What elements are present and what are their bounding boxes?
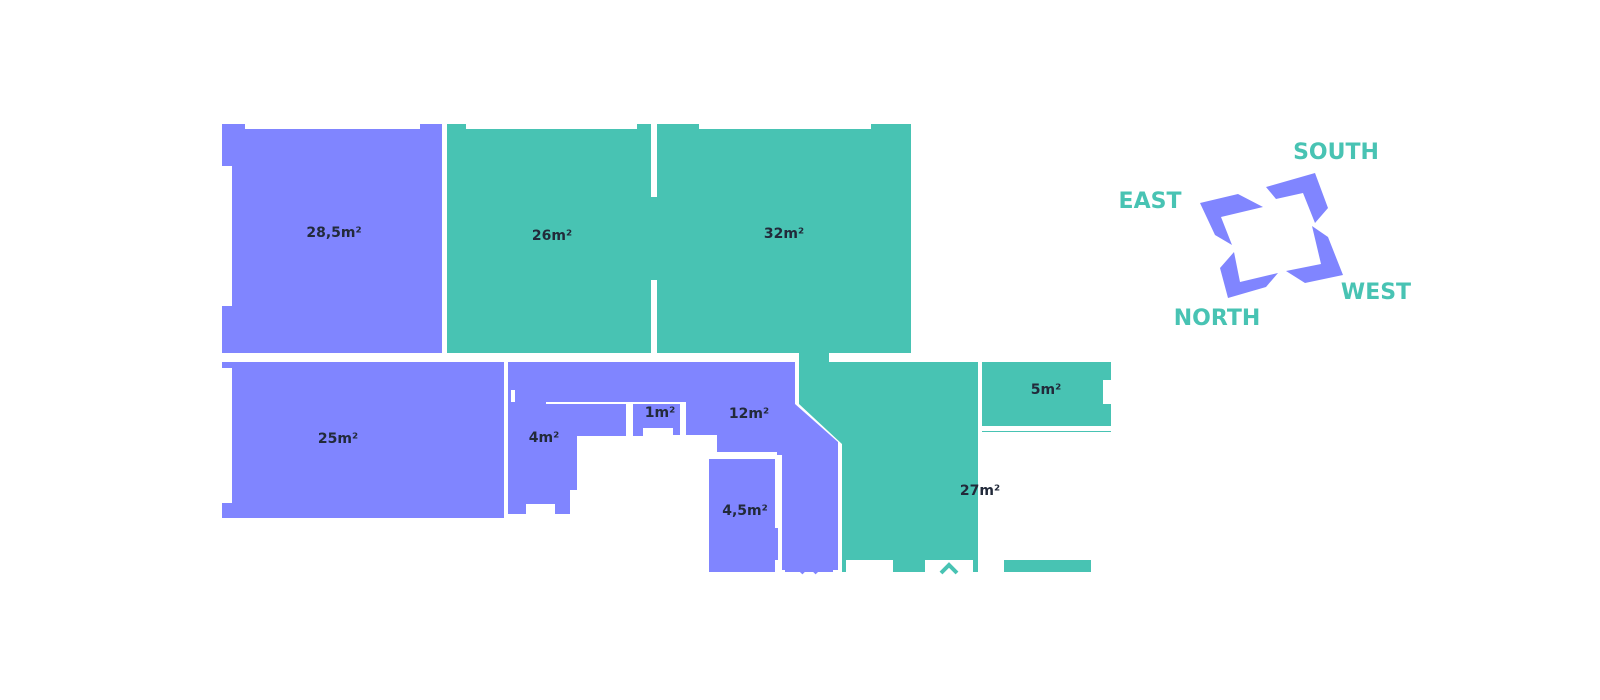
compass-west-label: WEST	[1341, 280, 1411, 305]
area-label: 5m²	[1031, 382, 1061, 398]
compass-north-label: NORTH	[1174, 306, 1261, 331]
area-label: 1m²	[645, 405, 675, 421]
area-label: 12m²	[729, 406, 769, 422]
room-26-shape	[447, 124, 655, 353]
compass-arrow-shape	[1286, 226, 1343, 283]
area-label: 4m²	[529, 430, 559, 446]
room-28-5-shape	[222, 124, 442, 353]
compass-east-label: EAST	[1119, 189, 1182, 214]
entrance-markers	[799, 562, 959, 575]
compass-south-label: SOUTH	[1293, 140, 1379, 165]
area-label: 26m²	[532, 228, 572, 244]
teal-zone	[447, 124, 1111, 572]
purple-walls	[504, 362, 842, 572]
room-4-shape	[508, 404, 626, 514]
room-12-shape	[508, 362, 838, 570]
chevron-up-icon	[939, 562, 959, 575]
chevron-up-icon	[799, 562, 819, 575]
compass-arrow-shape	[1220, 252, 1278, 298]
room-32-shape	[653, 124, 911, 353]
area-label: 28,5m²	[306, 225, 361, 241]
room-5-shape	[982, 364, 1111, 426]
room-4-5-shape	[709, 459, 778, 572]
compass: SOUTH EAST WEST NORTH	[1119, 140, 1412, 331]
area-label: 27m²	[960, 483, 1000, 499]
area-labels: 28,5m² 26m² 32m² 25m² 4m² 1m² 12m² 4,5m²…	[306, 225, 1061, 519]
area-label: 32m²	[764, 226, 804, 242]
room-1-shape	[633, 404, 680, 436]
compass-arrow-shape	[1266, 173, 1328, 223]
area-label: 25m²	[318, 431, 358, 447]
area-label: 4,5m²	[722, 503, 768, 519]
purple-zone	[222, 124, 838, 572]
room-25-shape	[222, 362, 504, 518]
compass-arrow-shape	[1200, 194, 1263, 245]
teal-walls	[978, 378, 1111, 431]
